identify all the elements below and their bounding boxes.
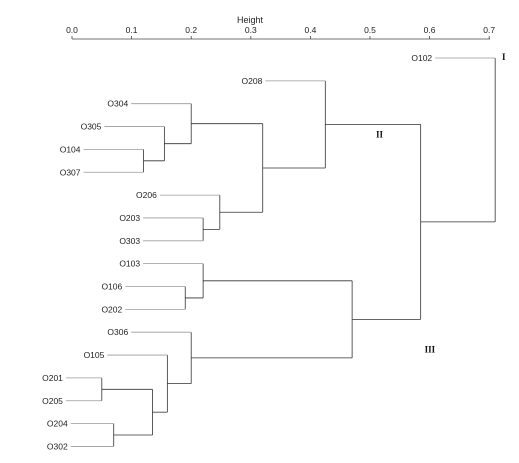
leaf-labels: O102O208O304O305O104O307O206O203O303O103… bbox=[42, 53, 432, 451]
leaf-label-o202: O202 bbox=[101, 304, 122, 314]
axis-tick-label: 0.1 bbox=[126, 25, 138, 35]
axis-tick-label: 0.4 bbox=[304, 25, 316, 35]
cluster-label-ii: II bbox=[376, 129, 384, 139]
leaf-label-o201: O201 bbox=[42, 373, 63, 383]
axis-tick-label: 0.2 bbox=[185, 25, 197, 35]
leaf-label-o203: O203 bbox=[119, 213, 140, 223]
leaf-label-o307: O307 bbox=[60, 167, 81, 177]
leaf-label-o103: O103 bbox=[119, 259, 140, 269]
axis-tick-label: 0.7 bbox=[483, 25, 495, 35]
cluster-label-iii: III bbox=[425, 344, 436, 354]
leaf-label-o106: O106 bbox=[101, 282, 122, 292]
leaf-label-o302: O302 bbox=[47, 441, 68, 451]
leaf-label-o206: O206 bbox=[136, 190, 157, 200]
axis-title: Height bbox=[237, 15, 264, 25]
leaf-label-o304: O304 bbox=[107, 99, 128, 109]
axis-tick-label: 0.3 bbox=[245, 25, 257, 35]
axis-tick-label: 0.6 bbox=[424, 25, 436, 35]
leaf-label-o208: O208 bbox=[242, 76, 263, 86]
leaf-label-o104: O104 bbox=[60, 144, 81, 154]
leaf-label-o306: O306 bbox=[107, 327, 128, 337]
leaf-label-o204: O204 bbox=[47, 419, 68, 429]
cluster-label-i: I bbox=[502, 52, 506, 62]
leaf-label-o305: O305 bbox=[81, 122, 102, 132]
leaf-label-o105: O105 bbox=[84, 350, 105, 360]
leaf-label-o102: O102 bbox=[411, 53, 432, 63]
axis-tick-label: 0.5 bbox=[364, 25, 376, 35]
dendrogram-branches bbox=[65, 57, 496, 447]
axis-ticks: 0.0 0.1 0.2 0.3 0.4 0.5 0.6 0.7 bbox=[66, 25, 495, 39]
axis-tick-label: 0.0 bbox=[66, 25, 78, 35]
leaf-label-o205: O205 bbox=[42, 396, 63, 406]
leaf-label-o303: O303 bbox=[119, 236, 140, 246]
